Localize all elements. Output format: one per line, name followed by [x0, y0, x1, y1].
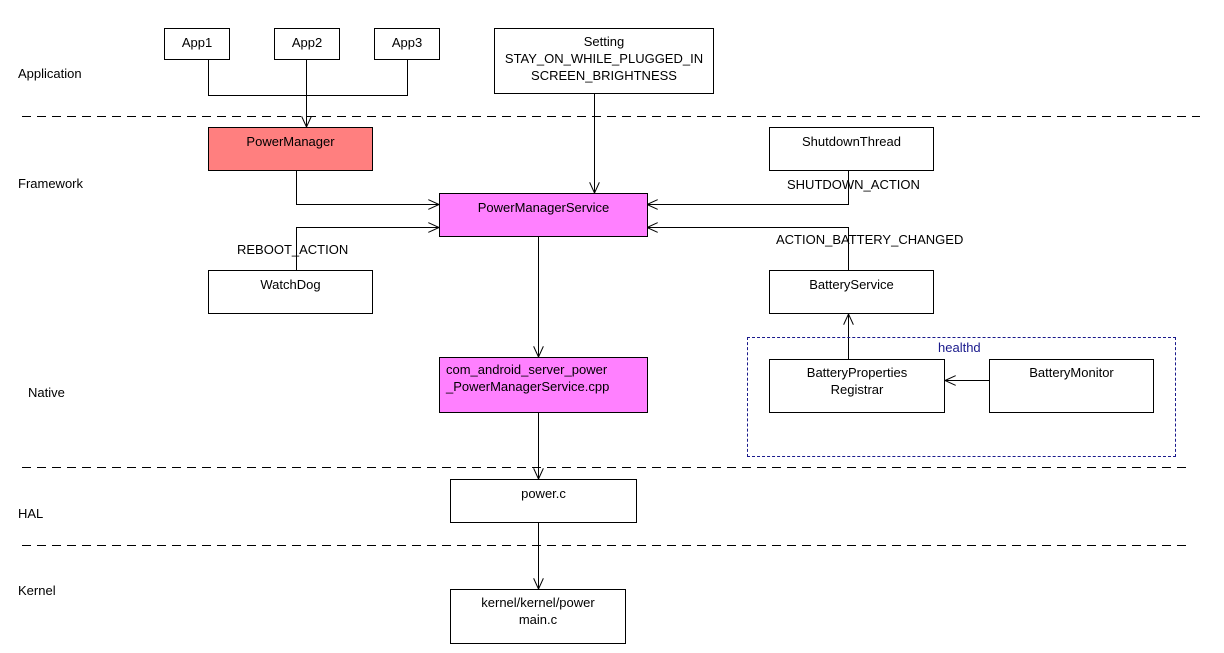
layer-label-application: Application [18, 66, 82, 81]
jni-label-line1: com_android_server_power [446, 362, 608, 377]
shutdownthread-label: ShutdownThread [801, 134, 901, 149]
app1-label: App1 [181, 35, 213, 50]
edge-label-action-battery-changed: ACTION_BATTERY_CHANGED [776, 232, 964, 247]
jni-label-line2: _PowerManagerService.cpp [446, 379, 610, 394]
setting-node: Setting STAY_ON_WHILE_PLUGGED_IN SCREEN_… [494, 28, 714, 94]
app3-label: App3 [391, 35, 423, 50]
kernel-power-label-line2: main.c [518, 612, 558, 627]
connector-powermanager-service [296, 170, 440, 205]
batterypropertiesregistrar-label-line1: BatteryProperties [806, 365, 908, 380]
watchdog-node: WatchDog [208, 270, 373, 314]
layer-label-framework: Framework [18, 176, 84, 191]
app1-node: App1 [164, 28, 230, 60]
connector-app1-bus [208, 59, 408, 96]
powermanager-label: PowerManager [246, 134, 335, 149]
edge-label-reboot-action: REBOOT_ACTION [237, 242, 349, 257]
batterypropertiesregistrar-node: BatteryProperties Registrar [769, 359, 945, 413]
healthd-group [747, 337, 1176, 457]
shutdownthread-node: ShutdownThread [769, 127, 934, 171]
powermanager-node: PowerManager [208, 127, 373, 171]
app3-node: App3 [374, 28, 440, 60]
app2-node: App2 [274, 28, 340, 60]
jni-node: com_android_server_power _PowerManagerSe… [439, 357, 648, 413]
layer-label-native: Native [28, 385, 65, 400]
powermanagerservice-label: PowerManagerService [477, 200, 610, 215]
edge-label-shutdown-action: SHUTDOWN_ACTION [787, 177, 920, 192]
batterypropertiesregistrar-label-line2: Registrar [830, 382, 884, 397]
setting-stay-on-while-plugged-in: STAY_ON_WHILE_PLUGGED_IN [504, 51, 704, 66]
batteryservice-label: BatteryService [809, 277, 894, 292]
layer-label-hal: HAL [18, 506, 44, 521]
batteryservice-node: BatteryService [769, 270, 934, 314]
connector-shutdownthread-service [647, 170, 849, 205]
setting-screen-brightness: SCREEN_BRIGHTNESS [531, 68, 677, 83]
watchdog-label: WatchDog [260, 277, 321, 292]
power-c-node: power.c [450, 479, 637, 523]
power-c-label: power.c [521, 486, 566, 501]
layer-label-kernel: Kernel [18, 583, 56, 598]
powermanagerservice-node: PowerManagerService [439, 193, 648, 237]
batterymonitor-node: BatteryMonitor [989, 359, 1154, 413]
setting-title: Setting [583, 34, 625, 49]
healthd-group-label: healthd [938, 340, 981, 355]
connector-watchdog-service [296, 228, 440, 270]
app2-label: App2 [291, 35, 323, 50]
connector-batteryservice-service [647, 228, 849, 270]
batterymonitor-label: BatteryMonitor [1029, 365, 1114, 380]
kernel-power-label-line1: kernel/kernel/power [481, 595, 595, 610]
kernel-power-node: kernel/kernel/power main.c [450, 589, 626, 644]
